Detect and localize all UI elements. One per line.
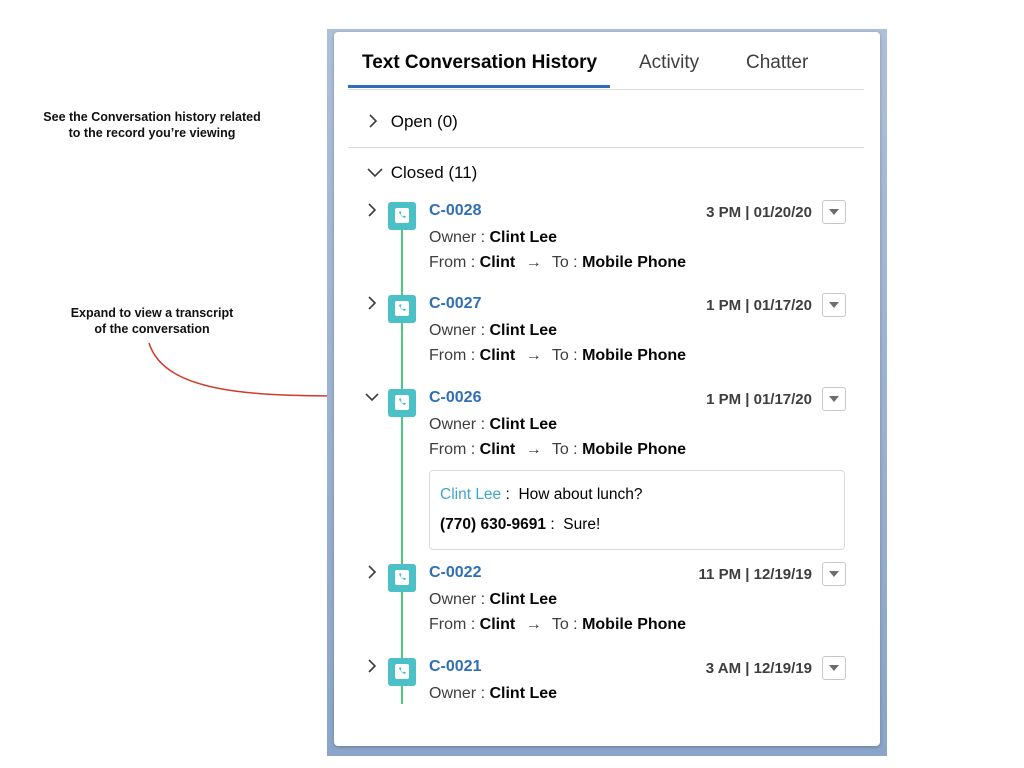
from-value: Clint xyxy=(479,347,516,364)
tab-chatter[interactable]: Chatter xyxy=(746,52,809,73)
owner-label: Owner : xyxy=(429,685,486,702)
from-value: Clint xyxy=(479,441,516,458)
from-value: Clint xyxy=(479,254,516,271)
chevron-right-icon[interactable] xyxy=(364,202,382,220)
conversation-timestamp: 1 PM | 01/17/20 xyxy=(706,297,812,314)
owner-label: Owner : xyxy=(429,416,486,433)
annotation-line: to the record you’re viewing xyxy=(68,126,236,140)
arrow-right-icon: → xyxy=(525,616,542,633)
conversation-timestamp: 3 PM | 01/20/20 xyxy=(706,204,812,221)
chevron-right-icon[interactable] xyxy=(364,295,382,313)
from-label: From : xyxy=(429,347,476,364)
transcript-message: (770) 630-9691 : Sure! xyxy=(440,516,600,534)
owner-line: Owner : Clint Lee xyxy=(429,322,557,340)
owner-value: Clint Lee xyxy=(489,685,558,702)
owner-line: Owner : Clint Lee xyxy=(429,416,557,434)
conversation-timestamp: 1 PM | 01/17/20 xyxy=(706,391,812,408)
message-separator: : xyxy=(550,516,555,533)
owner-label: Owner : xyxy=(429,591,486,608)
conversation-link[interactable]: C-0028 xyxy=(429,202,482,219)
open-section: Open (0) xyxy=(348,89,864,148)
open-section-toggle[interactable]: Open (0) xyxy=(366,112,458,132)
message-separator: : xyxy=(505,486,510,503)
to-label: To : xyxy=(551,254,578,271)
annotation-expand-note: Expand to view a transcript of the conve… xyxy=(52,305,252,337)
chat-phone-icon xyxy=(388,658,416,686)
owner-value: Clint Lee xyxy=(489,322,558,339)
conversation-timestamp: 3 AM | 12/19/19 xyxy=(705,660,812,677)
arrow-right-icon: → xyxy=(525,347,542,364)
annotation-line: See the Conversation history related xyxy=(43,110,261,124)
message-text: How about lunch? xyxy=(518,486,643,503)
dropdown-icon[interactable] xyxy=(822,562,846,586)
message-sender: (770) 630-9691 xyxy=(440,516,546,533)
from-to-line: From : Clint → To : Mobile Phone xyxy=(429,441,686,459)
dropdown-icon[interactable] xyxy=(822,656,846,680)
transcript-message: Clint Lee : How about lunch? xyxy=(440,486,643,504)
chevron-right-icon xyxy=(369,114,378,128)
active-tab-indicator xyxy=(348,85,610,88)
message-text: Sure! xyxy=(563,516,601,533)
dropdown-icon[interactable] xyxy=(822,200,846,224)
tab-text-conversation-history[interactable]: Text Conversation History xyxy=(362,52,598,73)
from-label: From : xyxy=(429,441,476,458)
annotation-line: Expand to view a transcript xyxy=(70,306,234,320)
from-label: From : xyxy=(429,254,476,271)
owner-line: Owner : Clint Lee xyxy=(429,685,557,703)
to-label: To : xyxy=(551,347,578,364)
owner-label: Owner : xyxy=(429,322,486,339)
chat-phone-icon xyxy=(388,564,416,592)
transcript-box: Clint Lee : How about lunch? (770) 630-9… xyxy=(429,470,845,550)
conversation-link[interactable]: C-0027 xyxy=(429,295,482,312)
to-value: Mobile Phone xyxy=(582,347,687,364)
conversation-link[interactable]: C-0021 xyxy=(429,658,482,675)
from-to-line: From : Clint → To : Mobile Phone xyxy=(429,616,686,634)
annotation-line: of the conversation xyxy=(94,322,210,336)
to-label: To : xyxy=(551,616,578,633)
annotation-history-note: See the Conversation history related to … xyxy=(22,109,282,141)
chevron-down-icon xyxy=(367,168,383,178)
owner-line: Owner : Clint Lee xyxy=(429,229,557,247)
tab-bar: Text Conversation History Activity Chatt… xyxy=(348,32,864,90)
owner-value: Clint Lee xyxy=(489,591,558,608)
from-label: From : xyxy=(429,616,476,633)
from-value: Clint xyxy=(479,616,516,633)
owner-label: Owner : xyxy=(429,229,486,246)
to-value: Mobile Phone xyxy=(582,254,687,271)
conversation-history-card: Text Conversation History Activity Chatt… xyxy=(334,32,880,746)
chat-phone-icon xyxy=(388,202,416,230)
arrow-right-icon: → xyxy=(525,441,542,458)
dropdown-icon[interactable] xyxy=(822,387,846,411)
to-value: Mobile Phone xyxy=(582,616,687,633)
tab-activity[interactable]: Activity xyxy=(639,52,700,73)
chat-phone-icon xyxy=(388,389,416,417)
conversation-link[interactable]: C-0022 xyxy=(429,564,482,581)
chat-phone-icon xyxy=(388,295,416,323)
chevron-right-icon[interactable] xyxy=(364,658,382,676)
chevron-right-icon[interactable] xyxy=(364,564,382,582)
owner-value: Clint Lee xyxy=(489,229,558,246)
conversation-timestamp: 11 PM | 12/19/19 xyxy=(698,566,812,583)
from-to-line: From : Clint → To : Mobile Phone xyxy=(429,347,686,365)
to-value: Mobile Phone xyxy=(582,441,687,458)
to-label: To : xyxy=(551,441,578,458)
closed-section-toggle[interactable]: Closed (11) xyxy=(366,163,477,183)
from-to-line: From : Clint → To : Mobile Phone xyxy=(429,254,686,272)
message-sender[interactable]: Clint Lee xyxy=(440,486,502,503)
open-section-label: Open (0) xyxy=(390,112,458,131)
closed-section-label: Closed (11) xyxy=(390,163,478,182)
timeline-line xyxy=(401,230,403,704)
conversation-link[interactable]: C-0026 xyxy=(429,389,482,406)
owner-line: Owner : Clint Lee xyxy=(429,591,557,609)
owner-value: Clint Lee xyxy=(489,416,558,433)
arrow-right-icon: → xyxy=(525,254,542,271)
chevron-down-icon[interactable] xyxy=(364,389,382,407)
dropdown-icon[interactable] xyxy=(822,293,846,317)
